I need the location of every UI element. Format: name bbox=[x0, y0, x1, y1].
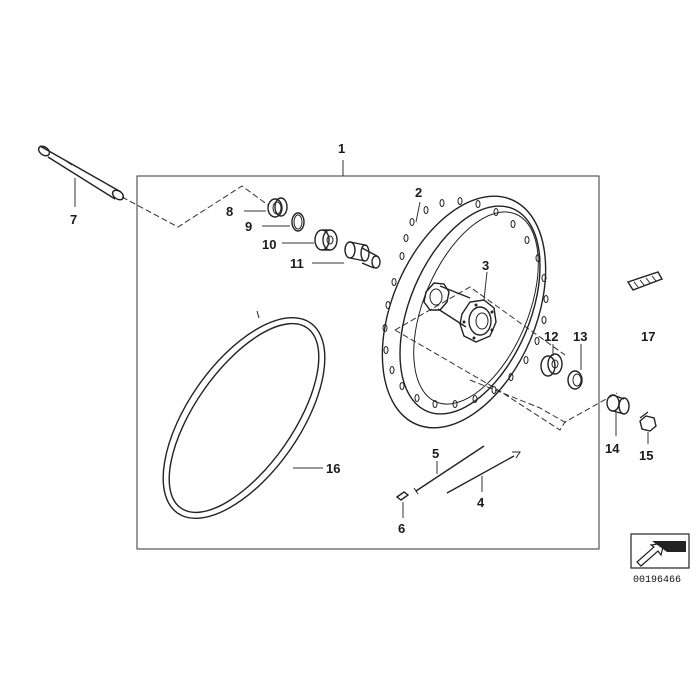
callout-17[interactable]: 17 bbox=[641, 329, 655, 344]
seal-ring-part[interactable] bbox=[267, 197, 288, 218]
arrow-stamp-icon bbox=[630, 533, 690, 569]
axis-line-lower bbox=[394, 329, 618, 431]
seal-ring-right-part[interactable] bbox=[567, 370, 583, 390]
callout-10[interactable]: 10 bbox=[262, 237, 276, 252]
wheel-rim-part[interactable] bbox=[350, 172, 578, 453]
callout-7[interactable]: 7 bbox=[70, 212, 77, 227]
callout-3[interactable]: 3 bbox=[482, 258, 489, 273]
assembly-frame bbox=[136, 175, 600, 550]
spoke-part[interactable] bbox=[413, 445, 485, 495]
spacer-right-part[interactable] bbox=[606, 394, 630, 415]
callout-1[interactable]: 1 bbox=[338, 141, 345, 156]
callout-14[interactable]: 14 bbox=[605, 441, 620, 456]
axis-line-rim bbox=[469, 379, 569, 425]
balance-weight-part[interactable] bbox=[626, 271, 664, 291]
bearing-part[interactable] bbox=[314, 229, 338, 251]
leader-3 bbox=[483, 271, 488, 301]
callout-8[interactable]: 8 bbox=[226, 204, 233, 219]
circlip-part[interactable] bbox=[291, 212, 305, 232]
callout-11[interactable]: 11 bbox=[290, 256, 304, 271]
bearing-right-part[interactable] bbox=[540, 353, 563, 377]
callout-13[interactable]: 13 bbox=[573, 329, 587, 344]
rim-tape-part[interactable] bbox=[132, 291, 357, 545]
callout-9[interactable]: 9 bbox=[245, 219, 252, 234]
axle-part[interactable] bbox=[37, 144, 125, 201]
callout-15[interactable]: 15 bbox=[639, 448, 653, 463]
leader-2 bbox=[415, 201, 421, 223]
rim-spoke-holes bbox=[382, 197, 549, 408]
spacer-sleeve-part[interactable] bbox=[344, 241, 381, 269]
axle-centerline bbox=[121, 185, 269, 228]
bolt-part[interactable] bbox=[639, 411, 657, 432]
spoke-nipple-part[interactable] bbox=[395, 491, 410, 501]
callout-6[interactable]: 6 bbox=[398, 521, 405, 536]
spoke-long-part[interactable] bbox=[446, 451, 521, 494]
callout-4[interactable]: 4 bbox=[477, 495, 485, 510]
callout-2[interactable]: 2 bbox=[415, 185, 422, 200]
callout-12[interactable]: 12 bbox=[544, 329, 558, 344]
callout-16[interactable]: 16 bbox=[326, 461, 340, 476]
callout-5[interactable]: 5 bbox=[432, 446, 439, 461]
drawing-number: 00196466 bbox=[633, 575, 681, 586]
wheel-hub-part[interactable] bbox=[423, 282, 497, 343]
